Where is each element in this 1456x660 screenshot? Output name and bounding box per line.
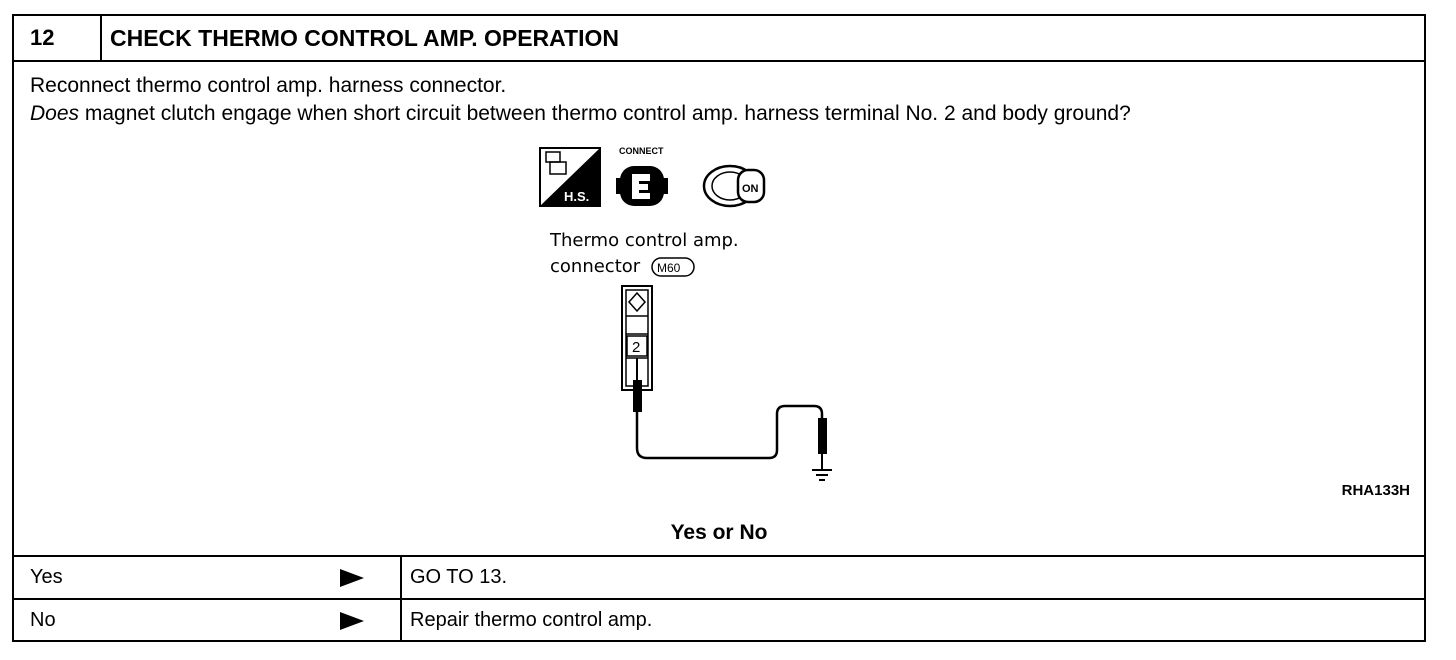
answer-label: No — [30, 609, 56, 631]
answer-row-no: No Repair thermo control amp. — [14, 598, 1424, 641]
ground-icon — [812, 469, 832, 481]
figure-code: RHA133H — [1341, 482, 1410, 499]
answer-row-yes: Yes GO TO 13. — [14, 555, 1424, 598]
connect-icon-label: CONNECT — [619, 146, 664, 156]
right-arrow-icon — [340, 569, 364, 587]
wiring-diagram: H.S. CONNECT ON Thermo control amp. conn… — [514, 146, 874, 511]
column-divider — [400, 557, 402, 598]
connector-id: M60 — [657, 261, 681, 275]
connector-label-line2: connector — [550, 256, 641, 277]
decision-question: Yes or No — [670, 521, 768, 544]
test-lead — [633, 358, 827, 470]
connector-body: 2 — [621, 285, 653, 391]
step-header: 12 CHECK THERMO CONTROL AMP. OPERATION — [14, 16, 1424, 62]
terminal-number: 2 — [632, 339, 640, 356]
step-number: 12 — [14, 16, 102, 60]
procedure-table: 12 CHECK THERMO CONTROL AMP. OPERATION R… — [12, 14, 1426, 642]
hs-icon-label: H.S. — [564, 189, 589, 204]
ignition-on-label: ON — [742, 183, 759, 195]
wiring-diagram-svg: H.S. CONNECT ON Thermo control amp. conn… — [539, 146, 832, 481]
connector-id-badge: M60 — [651, 257, 695, 277]
question-line: Does magnet clutch engage when short cir… — [30, 102, 1131, 126]
answer-label: Yes — [30, 566, 63, 588]
hs-icon: H.S. — [539, 147, 601, 207]
column-divider — [400, 600, 402, 641]
question-line-italic: Does — [30, 102, 80, 125]
connect-icon: CONNECT — [616, 146, 668, 206]
question-line-text: magnet clutch engage when short circuit … — [79, 102, 1131, 125]
instruction-line: Reconnect thermo control amp. harness co… — [30, 74, 507, 97]
right-arrow-icon — [340, 612, 364, 630]
answer-action: GO TO 13. — [410, 566, 508, 588]
connector-label-line1: Thermo control amp. — [549, 230, 739, 251]
ignition-on-icon: ON — [702, 164, 766, 208]
answer-action: Repair thermo control amp. — [410, 609, 653, 631]
step-title: CHECK THERMO CONTROL AMP. OPERATION — [110, 25, 619, 51]
